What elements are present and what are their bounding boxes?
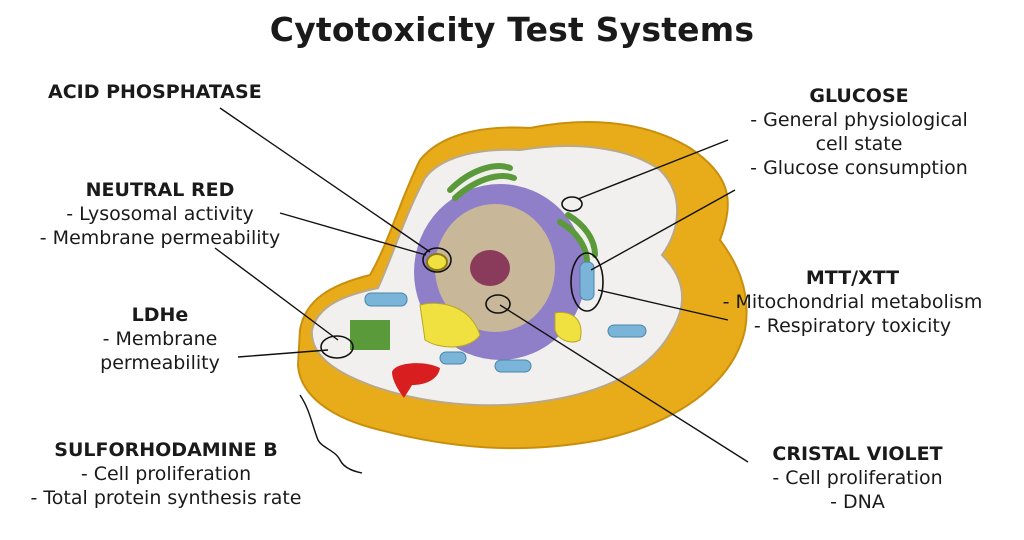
target-lysosome [422,247,452,273]
label-sulforhodamine-line-1: - Cell proliferation [80,463,252,485]
leader-acid [219,107,431,253]
leader-glucose [577,139,729,200]
nucleolus [470,250,510,286]
label-glucose-line-1: - General physiological [750,109,968,131]
label-neutral-red-line-1: - Lysosomal activity [66,203,254,225]
label-sulforhodamine: SULFORHODAMINE B - Cell proliferation - … [16,438,316,510]
leader-lines [214,107,749,463]
label-mtt: MTT/XTT - Mitochondrial metabolism - Res… [700,266,1005,338]
label-glucose-name: GLUCOSE [809,85,909,107]
mitochondria [364,261,647,373]
lysosome [426,253,448,271]
label-acid-phosphatase: ACID PHOSPHATASE [48,80,262,104]
page-title: Cytotoxicity Test Systems [269,10,755,49]
label-sulforhodamine-line-2: - Total protein synthesis rate [30,487,302,509]
leader-mtt [597,289,729,321]
label-glucose-line-3: - Glucose consumption [750,157,968,179]
green-stack [350,320,390,350]
leader-neutral [279,212,427,256]
target-cristal [485,294,511,314]
label-mtt-line-2: - Respiratory toxicity [753,315,952,337]
label-mtt-name: MTT/XTT [805,267,900,289]
endoplasmic-reticulum [419,302,582,348]
label-glucose-line-2: cell state [815,133,903,155]
target-ldhe [320,335,354,359]
label-cristal-violet: CRISTAL VIOLET - Cell proliferation - DN… [745,442,970,514]
label-cristal-violet-name: CRISTAL VIOLET [772,443,943,465]
golgi-apparatus [447,163,598,265]
sulfo-brace [299,394,363,474]
label-glucose: GLUCOSE - General physiological cell sta… [728,84,990,180]
target-glucose [561,196,583,212]
label-ldhe-line-1: - Membrane [102,328,218,350]
red-vesicle [392,363,440,398]
label-neutral-red: NEUTRAL RED - Lysosomal activity - Membr… [20,178,300,250]
label-cristal-violet-line-2: - DNA [830,491,885,513]
label-ldhe-name: LDHe [131,304,189,326]
target-mtt [570,252,604,312]
label-mtt-line-1: - Mitochondrial metabolism [722,291,983,313]
label-neutral-red-line-2: - Membrane permeability [39,227,281,249]
label-ldhe: LDHe - Membrane permeability [70,303,250,375]
leader-ldhe [237,349,329,358]
label-cristal-violet-line-1: - Cell proliferation [772,467,943,489]
label-neutral-red-name: NEUTRAL RED [85,179,235,201]
leader-neutral-2 [214,247,339,341]
target-outlines [320,196,604,359]
leader-cristal [499,304,749,463]
label-ldhe-line-2: permeability [100,352,220,374]
label-acid-phosphatase-name: ACID PHOSPHATASE [48,81,262,103]
label-sulforhodamine-name: SULFORHODAMINE B [54,439,278,461]
leader-glucose-2 [590,189,736,271]
